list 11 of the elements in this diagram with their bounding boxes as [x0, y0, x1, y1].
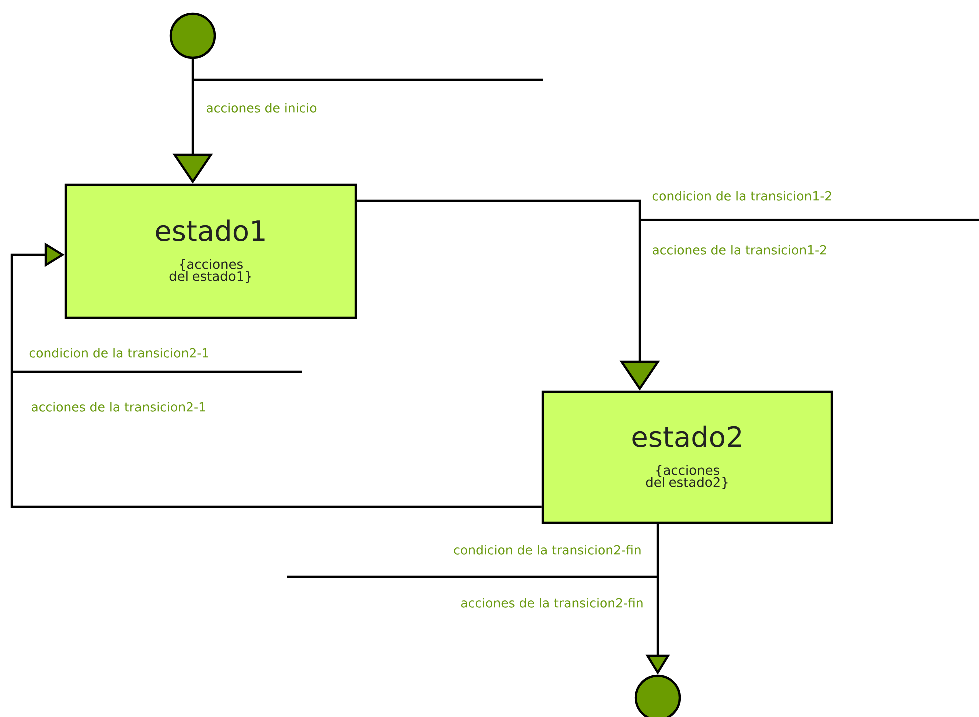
arrow — [10, 242, 542, 508]
edge-label: acciones de inicio — [206, 103, 317, 113]
state-circle — [170, 12, 216, 60]
action-label: acciones de la transicion1-2 — [652, 245, 826, 255]
state-box: estado1 {acciones del estado1} — [64, 184, 358, 320]
state-box: estado2 {acciones del estado2} — [542, 390, 834, 524]
edge-label: condicion de la transicion1-2 — [652, 191, 832, 201]
action-label: acciones de la transicion2-fin — [461, 598, 643, 608]
edge-label: condicion de la transicion2-1 — [30, 348, 208, 358]
edge-label: condicion de la transicion2-fin — [454, 545, 641, 555]
action-label: acciones de la transicion2-1 — [32, 402, 206, 412]
